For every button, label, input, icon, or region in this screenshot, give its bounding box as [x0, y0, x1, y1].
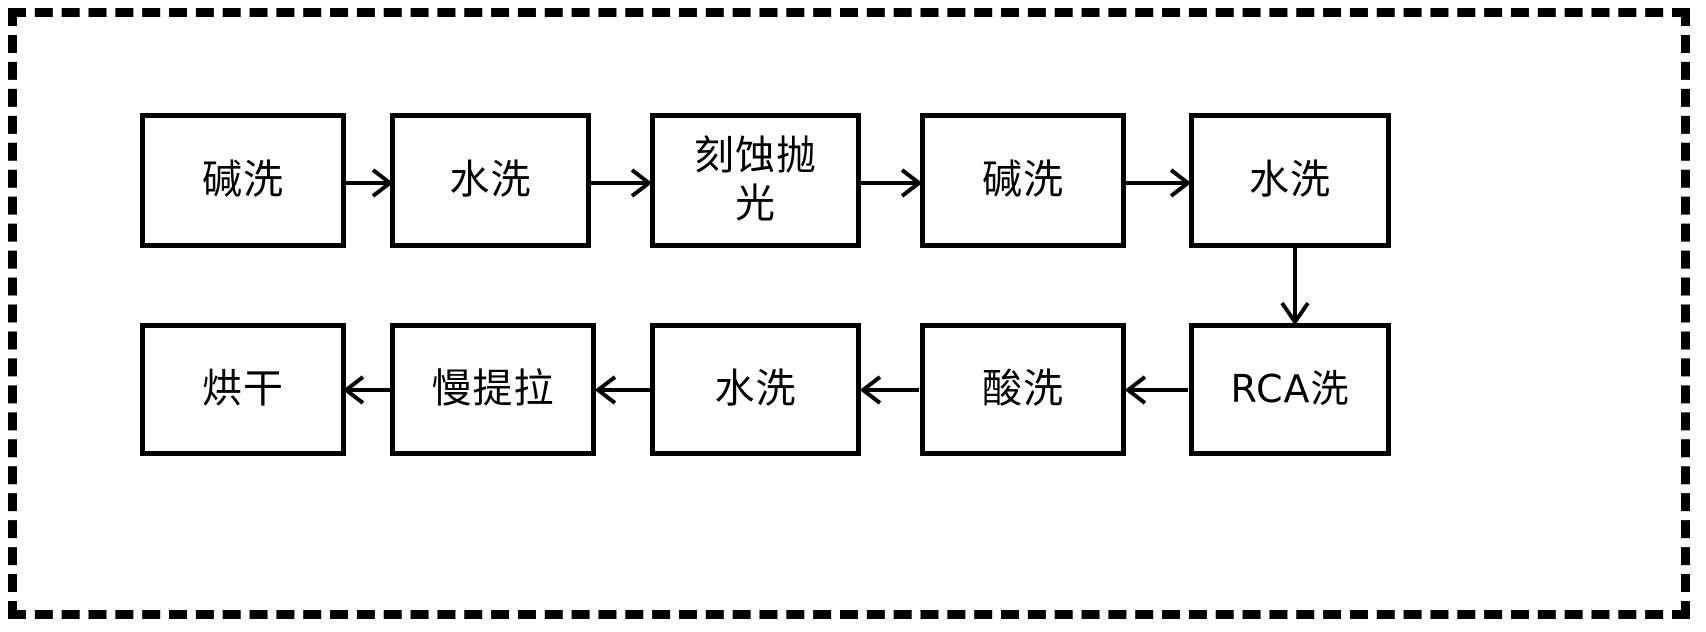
process-box-step-1[interactable]: 碱洗	[140, 113, 346, 248]
process-box-step-7[interactable]: 酸洗	[920, 323, 1126, 456]
process-box-label: RCA洗	[1230, 367, 1350, 412]
arrow-left-icon-conn-9-10	[342, 365, 392, 415]
process-box-label: 慢提拉	[431, 365, 555, 412]
process-box-step-10[interactable]: 烘干	[140, 323, 346, 456]
process-box-step-5[interactable]: 水洗	[1189, 113, 1391, 248]
process-box-label: 水洗	[449, 156, 532, 203]
dashed-outer-frame	[8, 8, 1690, 619]
arrow-left-icon-conn-7-8	[859, 365, 921, 415]
process-box-label: 酸洗	[982, 365, 1064, 412]
process-box-step-9[interactable]: 慢提拉	[390, 323, 596, 456]
arrow-right-icon-conn-1-2	[346, 158, 394, 208]
process-box-step-8[interactable]: 水洗	[650, 323, 861, 456]
process-box-step-2[interactable]: 水洗	[390, 113, 591, 248]
process-box-label: 水洗	[1249, 156, 1331, 203]
process-box-label: 碱洗	[982, 156, 1064, 203]
process-box-step-3[interactable]: 刻蚀抛 光	[650, 113, 861, 248]
process-box-step-4[interactable]: 碱洗	[920, 113, 1126, 248]
arrow-right-icon-conn-2-3	[591, 158, 653, 208]
arrow-left-icon-conn-8-9	[594, 365, 652, 415]
process-box-step-6[interactable]: RCA洗	[1189, 323, 1391, 456]
process-box-label: 碱洗	[202, 156, 284, 203]
arrow-down-icon-conn-5-6	[1270, 248, 1320, 326]
arrow-left-icon-conn-6-7	[1124, 365, 1190, 415]
process-box-label: 刻蚀抛 光	[694, 133, 817, 227]
arrow-right-icon-conn-3-4	[861, 158, 923, 208]
process-box-label: 烘干	[202, 365, 284, 412]
arrow-right-icon-conn-4-5	[1126, 158, 1192, 208]
process-box-label: 水洗	[714, 365, 797, 412]
